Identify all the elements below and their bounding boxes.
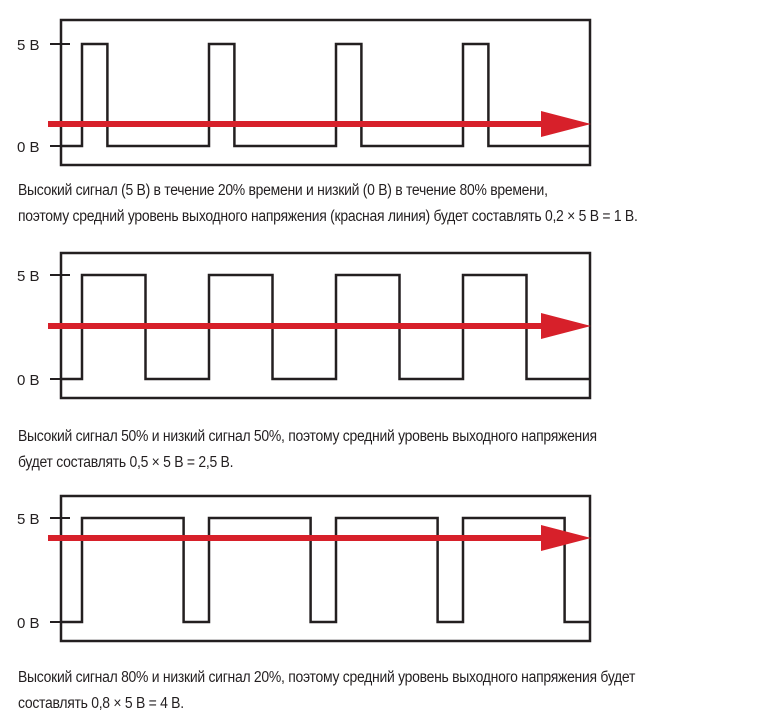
pwm-diagram-80: 5 В 0 В (17, 494, 592, 643)
caption-50: Высокий сигнал 50% и низкий сигнал 50%, … (18, 424, 597, 476)
caption-line-2: составлять 0,8 × 5 В = 4 В. (18, 695, 184, 712)
y-label-low: 0 В (17, 139, 40, 156)
caption-80: Высокий сигнал 80% и низкий сигнал 20%, … (18, 665, 635, 717)
y-label-low: 0 В (17, 615, 40, 632)
average-voltage-arrowhead (541, 313, 591, 339)
y-label-high: 5 В (17, 268, 40, 285)
caption-line-1: Высокий сигнал (5 В) в течение 20% време… (18, 182, 548, 199)
caption-line-2: поэтому средний уровень выходного напряж… (18, 208, 638, 225)
caption-line-1: Высокий сигнал 80% и низкий сигнал 20%, … (18, 669, 636, 686)
average-voltage-arrowhead (541, 525, 591, 551)
caption-20: Высокий сигнал (5 В) в течение 20% време… (18, 178, 638, 230)
y-label-high: 5 В (17, 511, 40, 528)
caption-line-2: будет составлять 0,5 × 5 В = 2,5 В. (18, 454, 234, 471)
pwm-panel-80: 5 В 0 В Высокий сигнал 80% и низкий сигн… (0, 476, 777, 723)
diagram-frame (59, 494, 592, 643)
pwm-diagram-20: 5 В 0 В (17, 18, 592, 167)
pwm-panel-50: 5 В 0 В Высокий сигнал 50% и низкий сигн… (0, 233, 777, 473)
pwm-panel-20: 5 В 0 В Высокий сигнал (5 В) в течение 2… (0, 0, 777, 240)
pwm-signal-waveform (61, 42, 590, 148)
caption-line-1: Высокий сигнал 50% и низкий сигнал 50%, … (18, 428, 597, 445)
diagram-frame (59, 18, 592, 167)
pwm-diagram-50: 5 В 0 В (17, 251, 592, 400)
pwm-signal-waveform (61, 516, 590, 624)
pwm-signal-waveform (61, 273, 590, 381)
y-label-low: 0 В (17, 372, 40, 389)
average-voltage-arrowhead (541, 111, 591, 137)
y-label-high: 5 В (17, 37, 40, 54)
